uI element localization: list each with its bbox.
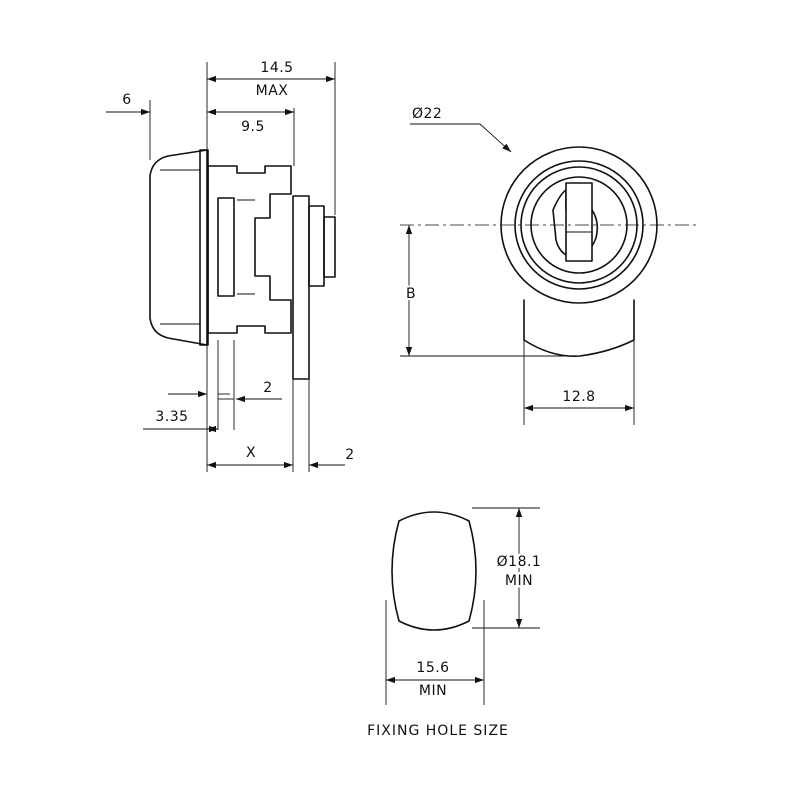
dim-diameter: Ø22 — [410, 106, 512, 153]
dim-flange: 3.35 — [143, 390, 230, 433]
dim-b-value: B — [406, 286, 416, 302]
dim-x: X — [207, 445, 293, 469]
dim-overall: 14.5 MAX — [207, 60, 335, 99]
side-view-lock — [149, 149, 336, 380]
dim-face: 6 — [106, 92, 150, 116]
dim-width-value: 12.8 — [562, 389, 595, 405]
dim-overall-note: MAX — [256, 83, 289, 99]
dim-hole-width-note: MIN — [419, 683, 447, 699]
front-view-lock — [500, 146, 658, 357]
dim-nut-gap-value: 2 — [263, 380, 272, 396]
lock-face — [149, 149, 208, 346]
front-keyway — [565, 182, 593, 262]
dim-hole-height: Ø18.1 MIN — [472, 507, 543, 629]
dim-cam: 2 — [309, 447, 354, 469]
dim-b: B — [400, 225, 580, 357]
lock-cam-plate — [292, 195, 310, 380]
fixing-hole-outline — [391, 511, 477, 631]
lock-nut — [217, 197, 235, 297]
dim-nut-gap: 2 — [218, 380, 282, 403]
dim-diameter-value: Ø22 — [412, 106, 442, 122]
dim-cam-value: 2 — [345, 447, 354, 463]
dim-hole-width: 15.6 MIN — [385, 600, 485, 705]
dim-width: 12.8 — [523, 340, 635, 425]
lock-body — [207, 165, 292, 334]
dim-face-value: 6 — [122, 92, 131, 108]
dim-body: 9.5 — [207, 108, 294, 135]
lock-spindle-end — [323, 216, 336, 278]
front-cam-tongue — [523, 299, 635, 357]
dim-hole-height-value: Ø18.1 — [497, 554, 542, 570]
fixing-hole-caption: FIXING HOLE SIZE — [367, 723, 509, 739]
dim-hole-width-value: 15.6 — [416, 660, 449, 676]
dim-body-value: 9.5 — [241, 119, 265, 135]
dim-overall-value: 14.5 — [260, 60, 293, 76]
dim-hole-height-note: MIN — [505, 573, 533, 589]
dim-x-value: X — [246, 445, 256, 461]
fixing-hole-shape — [391, 511, 477, 631]
lock-spindle — [308, 205, 325, 287]
dim-flange-value: 3.35 — [155, 409, 188, 425]
